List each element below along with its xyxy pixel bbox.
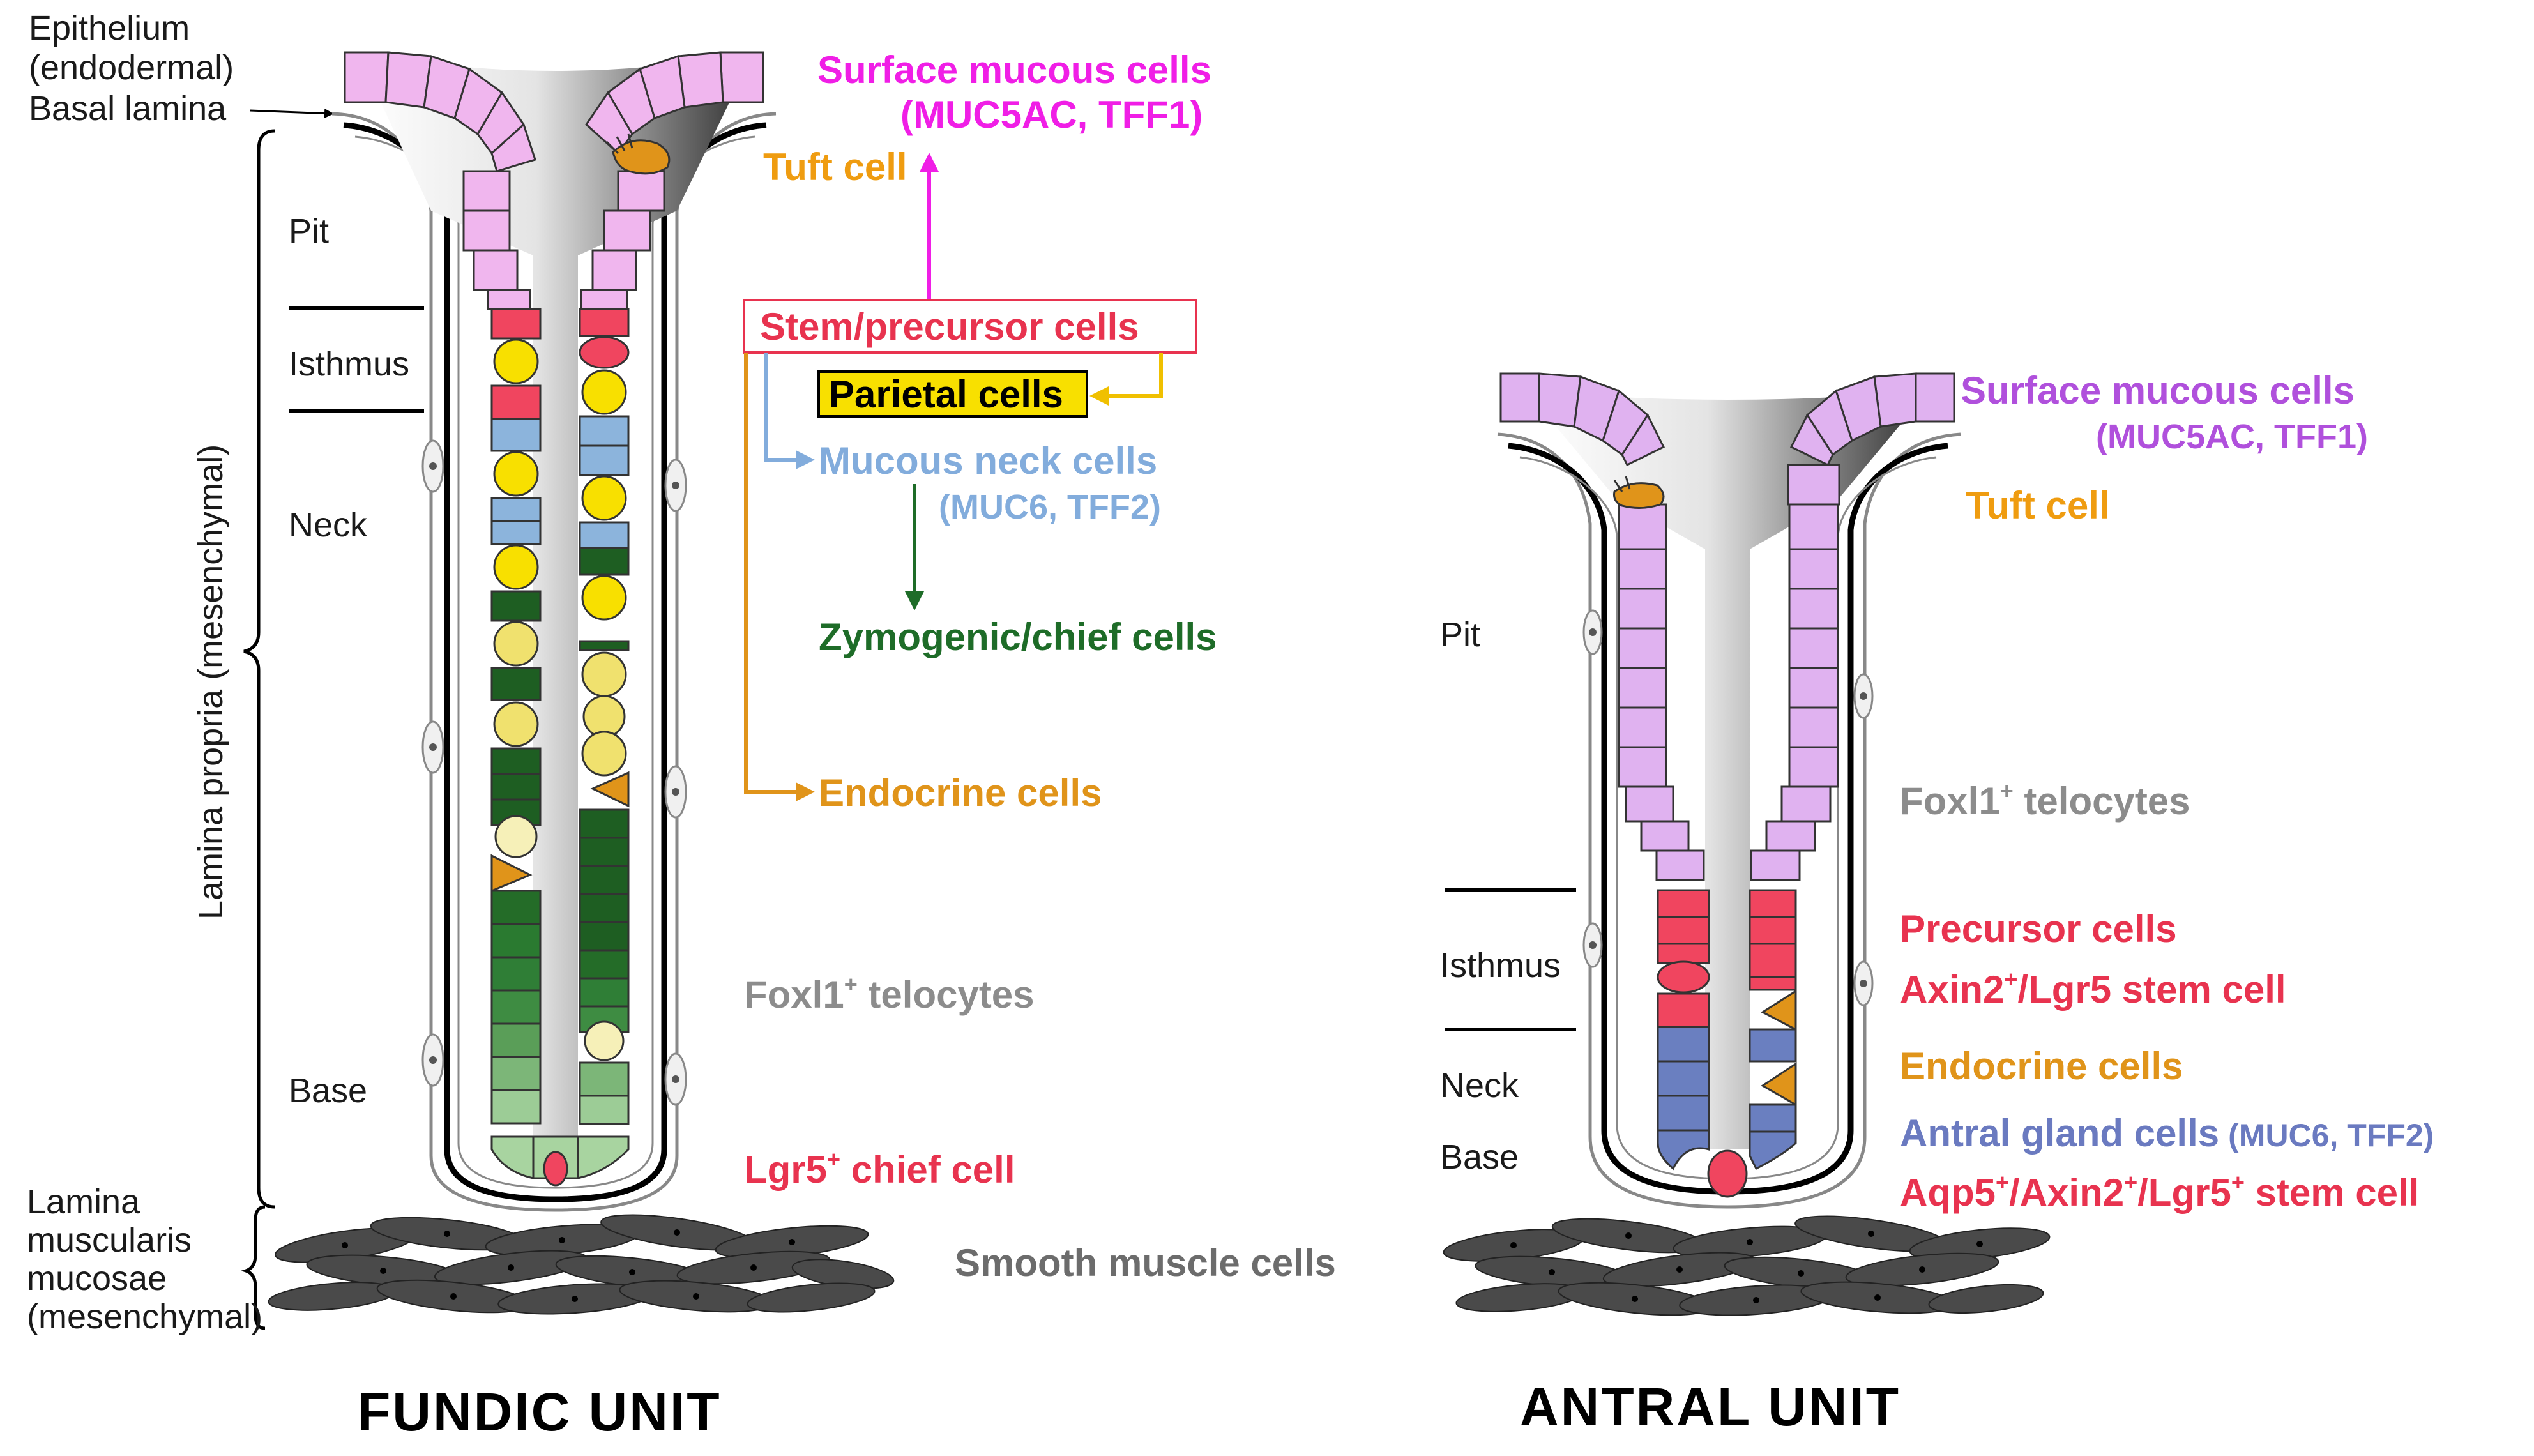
lgr5-chief-cell-marker (543, 1151, 568, 1187)
antral-unit-title: ANTRAL UNIT (1520, 1377, 1900, 1437)
antral-aqp5-stem-label: Aqp5+/Axin2+/Lgr5+ stem cell (1900, 1169, 2419, 1214)
fundic-tuft-label: Tuft cell (763, 146, 907, 188)
zymogenic-label: Zymogenic/chief cells (819, 616, 1217, 658)
antral-surface-cells-right (1787, 372, 1955, 506)
fundic-surface-cells-right (580, 51, 764, 310)
mucous-neck-markers: (MUC6, TFF2) (939, 488, 1161, 526)
antral-telocyte-icon (1582, 609, 1874, 1006)
fundic-base-cells (490, 1135, 630, 1187)
smooth-muscle-icon (268, 1214, 895, 1315)
lamina-label-line2: muscularis (27, 1221, 192, 1259)
antral-base-label: Base (1440, 1138, 1519, 1176)
fundic-surface-cells-left (344, 51, 536, 310)
antral-surface-mucous-markers: (MUC5AC, TFF1) (2096, 418, 2368, 456)
antral-gland-cells-right (1707, 889, 1797, 1198)
neck-label: Neck (289, 506, 368, 544)
lamina-label-line3: mucosae (27, 1259, 167, 1298)
antral-tuft-cell-icon (1613, 476, 1665, 509)
antral-foxl1-label: Foxl1+ telocytes (1900, 778, 2190, 823)
endodermal-label: (endodermal) (29, 49, 234, 87)
parietal-label: Parietal cells (829, 373, 1063, 416)
arrow-to-endocrine (744, 353, 815, 801)
antral-surface-cells-left (1499, 372, 1665, 467)
fundic-unit: Surface mucous cells (MUC5AC, TFF1) Tuft… (268, 49, 1336, 1442)
antral-isthmus-label: Isthmus (1440, 946, 1561, 985)
arrow-to-mucous-neck (764, 353, 815, 469)
arrow-to-parietal (1089, 353, 1163, 406)
antral-gland-cells-left (1657, 889, 1710, 1171)
lamina-propria-label: Lamina propria (mesenchymal) (192, 444, 230, 920)
antral-gland-label: Antral gland cells(MUC6, TFF2) (1900, 1112, 2434, 1155)
parietal-box (817, 370, 1088, 418)
smooth-muscle-label: Smooth muscle cells (955, 1241, 1336, 1284)
fundic-surface-mucous-label: Surface mucous cells (817, 49, 1211, 91)
epithelium-label: Epithelium (29, 9, 190, 47)
fundic-unit-title: FUNDIC UNIT (358, 1382, 722, 1442)
antral-smooth-muscle-icon (1443, 1215, 2051, 1316)
tuft-cell-icon (605, 133, 671, 175)
antral-lumen (1526, 391, 1929, 1149)
antral-neck-label: Neck (1440, 1066, 1519, 1105)
antral-tuft-label: Tuft cell (1966, 484, 2110, 527)
fundic-foxl1-label: Foxl1+ telocytes (744, 971, 1035, 1016)
antral-outer-contour (1497, 432, 1961, 1209)
fundic-cells-right-column (579, 308, 630, 1125)
lgr5-chief-cell-label: Lgr5+ chief cell (744, 1146, 1015, 1191)
antral-surface-mucous-label: Surface mucous cells (1961, 369, 2355, 412)
antral-pit-cells-left (1618, 503, 1705, 881)
isthmus-label: Isthmus (289, 345, 409, 383)
left-anatomy-labels: Epithelium (endodermal) Basal lamina Pit… (27, 9, 424, 1336)
antral-smooth-muscle-nuclei (1510, 1231, 1983, 1303)
antral-unit: Pit Isthmus Neck Base (1440, 369, 2434, 1437)
base-label: Base (289, 1072, 367, 1110)
antral-pit-cells-right (1750, 503, 1839, 881)
telocyte-icon (421, 439, 687, 1106)
lamina-label-line4: (mesenchymal) (27, 1298, 262, 1336)
pit-label: Pit (289, 212, 329, 250)
lamina-muscularis-brace (241, 1205, 266, 1330)
stem-precursor-label: Stem/precursor cells (760, 305, 1139, 348)
antral-endocrine-label: Endocrine cells (1900, 1045, 2183, 1088)
smooth-muscle-nuclei (342, 1229, 795, 1302)
antral-pit-label: Pit (1440, 616, 1480, 654)
basal-lamina-pointer (250, 109, 334, 119)
antral-stem-cell-marker (1707, 1149, 1748, 1198)
lamina-propria-brace (243, 129, 275, 1209)
antral-precursor-label: Precursor cells (1900, 907, 2177, 950)
basal-lamina-label: Basal lamina (29, 89, 227, 128)
fundic-cells-left-column (490, 308, 542, 1125)
stem-precursor-box (743, 299, 1197, 354)
mucous-neck-label: Mucous neck cells (819, 439, 1157, 482)
fundic-lumen (358, 52, 754, 1137)
fundic-endocrine-label: Endocrine cells (819, 771, 1102, 814)
antral-axin-stem-label: Axin2+/Lgr5 stem cell (1900, 966, 2286, 1011)
lamina-label-line1: Lamina (27, 1183, 140, 1221)
fundic-surface-mucous-markers: (MUC5AC, TFF1) (900, 93, 1203, 136)
